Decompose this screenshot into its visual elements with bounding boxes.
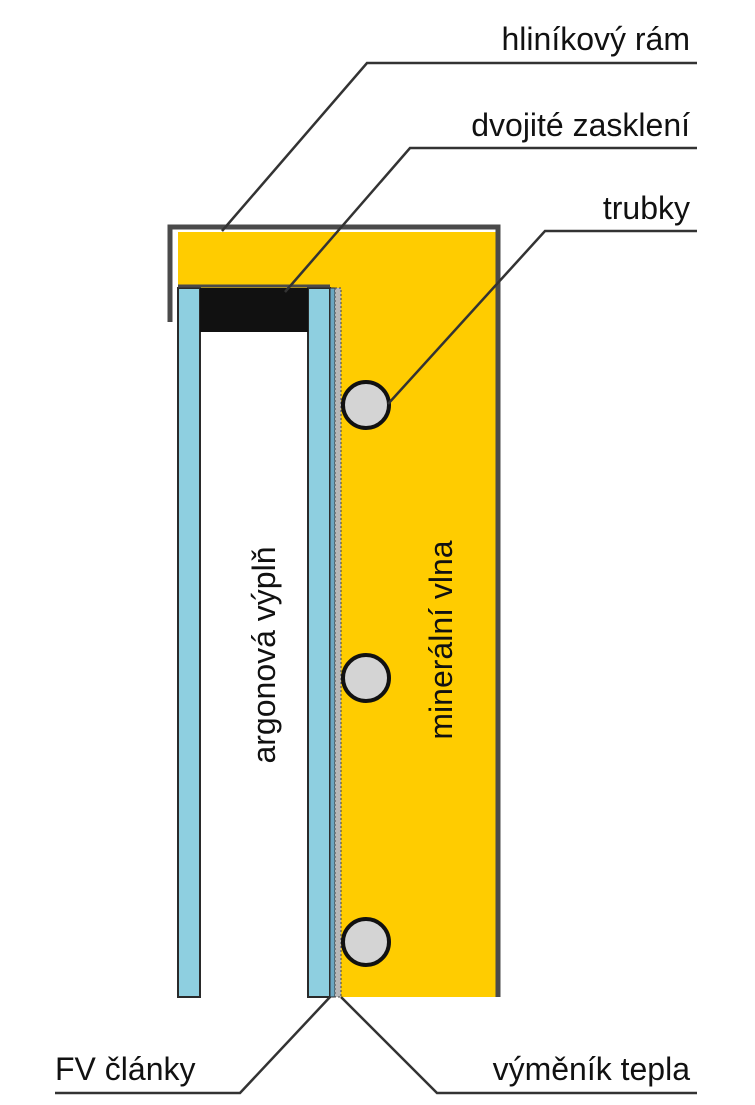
label-glazing: dvojité zasklení <box>471 107 690 143</box>
leader-line-glazing <box>284 146 697 293</box>
leader-line-frame <box>221 61 697 232</box>
leader-line-pv-cells <box>55 996 331 1095</box>
leader-line-pipes <box>387 229 697 405</box>
pipe-middle <box>341 653 391 703</box>
label-heat-exchanger: výměník tepla <box>493 1051 691 1087</box>
outer-glass-pane <box>177 287 201 998</box>
inner-glass-pane <box>307 287 331 998</box>
label-mineral-wool: minerální vlna <box>423 540 459 739</box>
label-pv-cells: FV články <box>55 1051 195 1087</box>
label-pipes: trubky <box>603 190 690 226</box>
argon-chamber <box>200 288 308 997</box>
pipe-bottom <box>341 917 391 967</box>
leader-line-heat-exchanger <box>340 996 697 1095</box>
pipe-top <box>341 380 391 430</box>
label-frame: hliníkový rám <box>502 21 691 57</box>
heat-exchanger-strip <box>334 287 342 998</box>
pv-cell-strip <box>329 287 336 998</box>
label-argon-fill: argonová výplň <box>246 546 282 763</box>
glazing-spacer-seal <box>200 288 308 332</box>
aluminum-frame <box>167 224 501 997</box>
